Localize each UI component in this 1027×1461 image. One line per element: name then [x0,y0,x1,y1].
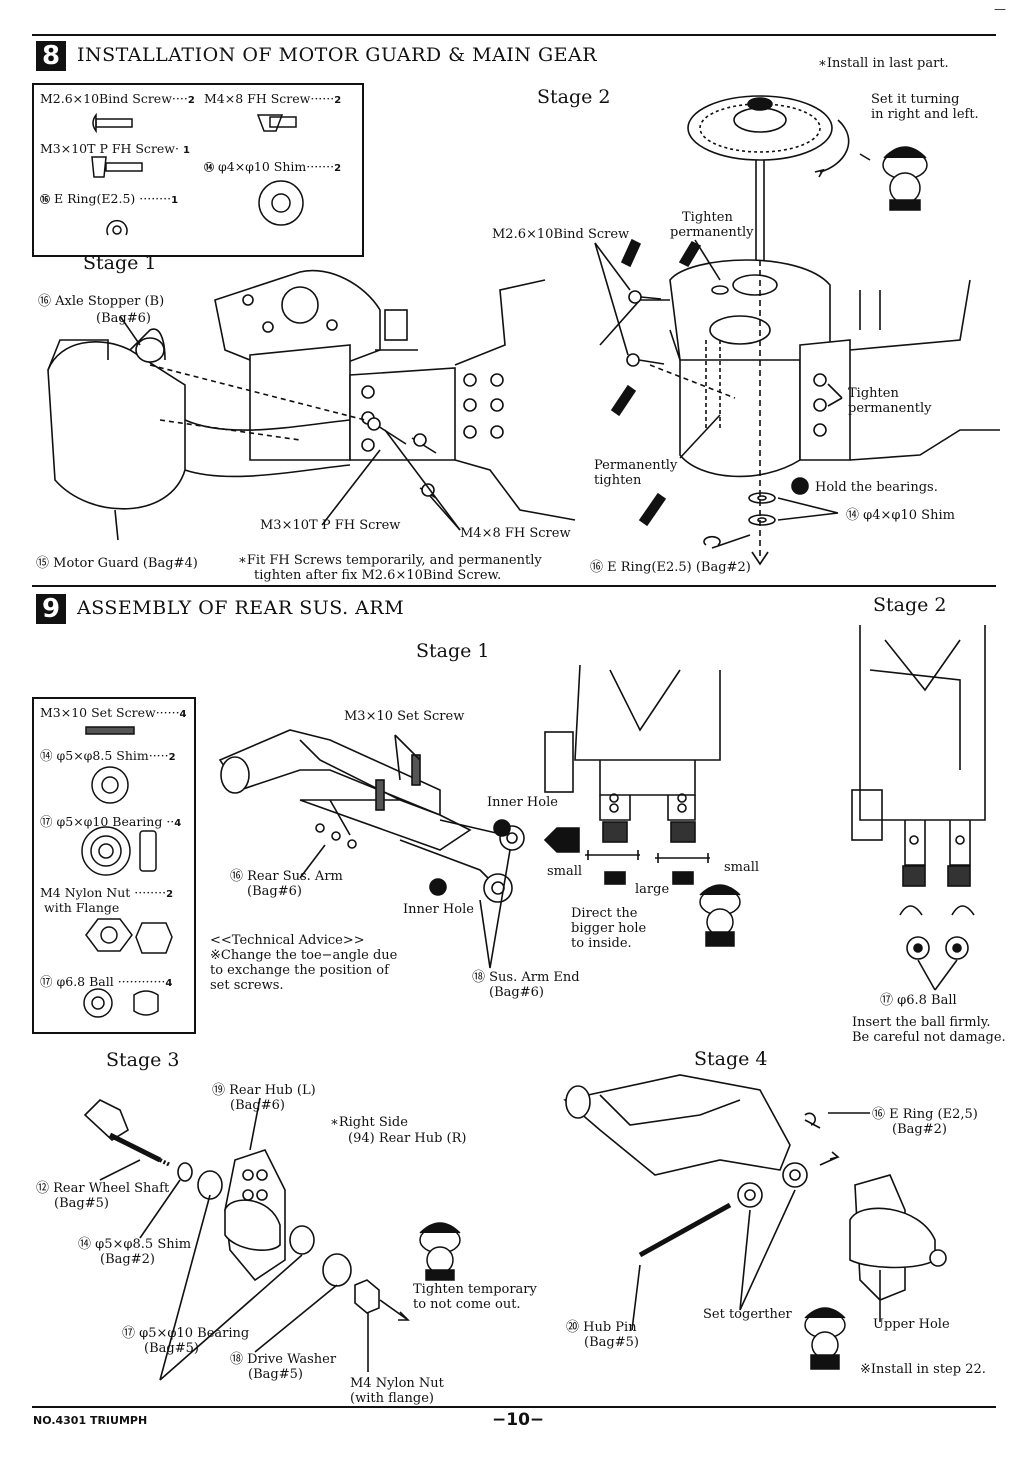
s9-set-together: Set togerther [703,1307,792,1322]
s8-stage2-title: Stage 2 [537,86,611,108]
s8-screw-tp: M3×10T P FH Screw [260,518,401,533]
s9-drive-washer-bag: (Bag#5) [248,1367,303,1382]
part-set-screw: M3×10 Set Screw······4 [40,705,187,720]
section-8-title: INSTALLATION OF MOTOR GUARD & MAIN GEAR [77,44,598,66]
s9-right-side-2: (94) Rear Hub (R) [348,1131,467,1146]
s8-tighten-right-1: Tighten [848,386,899,401]
part-with-flange: with Flange [44,900,120,915]
footer-model: NO.4301 TRIUMPH [33,1414,148,1427]
s8-bind-screw: M2.6×10Bind Screw [492,227,630,242]
s9-tighten-1: Tighten temporary [413,1282,537,1297]
s9-nylon-nut-2: (with flange) [350,1391,434,1406]
s9-wheel-shaft-bag: (Bag#5) [54,1196,109,1211]
part-e-ring: ⑯ E Ring(E2.5) ········1 [40,191,179,206]
top-rule [32,34,996,36]
s9-ball: ⑰ φ6.8 Ball [880,993,957,1008]
s8-illustration [47,95,1000,566]
s9-direct-2: bigger hole [571,921,647,936]
s8-perm-tighten-2: tighten [594,473,642,488]
s8-turning-line2: in right and left. [871,107,979,122]
s9-advice-1: ※Change the toe−angle due [210,948,398,963]
s9-tighten-2: to not come out. [413,1297,521,1312]
s9-wheel-shaft: ⑫ Rear Wheel Shaft [36,1181,170,1196]
s9-advice-title: <<Technical Advice>> [210,933,365,948]
s8-note-line1: ∗Fit FH Screws temporarily, and permanen… [238,553,542,568]
s9-insert-1: Insert the ball firmly. [852,1015,991,1030]
s9-hub-pin-bag: (Bag#5) [584,1335,639,1350]
s8-stage1-title: Stage 1 [83,252,157,274]
section-9-number: 9 [36,594,66,624]
s9-shim-3-bag: (Bag#2) [100,1252,155,1267]
s8-tighten-top-1: Tighten [682,210,733,225]
s8-hold-bearings: Hold the bearings. [815,480,938,495]
s8-tighten-right-2: permanently [848,401,932,416]
s9-stage3-title: Stage 3 [106,1049,180,1071]
s9-upper-hole: Upper Hole [873,1317,950,1332]
part-bearing: ⑰ φ5×φ10 Bearing ··4 [40,814,182,829]
s9-advice-2: to exchange the position of [210,963,389,978]
s8-screw-m4: M4×8 FH Screw [460,526,571,541]
s8-axle-stopper-bag: (Bag#6) [96,311,151,326]
s9-shim-3: ⑭ φ5×φ8.5 Shim [78,1237,192,1252]
part-shim: ⑭ φ4×φ10 Shim·······2 [204,159,342,174]
s9-ering-4: ⑯ E Ring (E2,5) [872,1107,978,1122]
s8-axle-stopper: ⑯ Axle Stopper (B) [38,294,165,309]
s9-drive-washer: ⑱ Drive Washer [230,1352,337,1367]
s9-rear-hub: ⑲ Rear Hub (L) [212,1083,316,1098]
s8-perm-tighten-1: Permanently [594,458,678,473]
s9-set-screw: M3×10 Set Screw [344,709,465,724]
s9-right-side-1: ∗Right Side [330,1115,408,1130]
part-ball: ⑰ φ6.8 Ball ············4 [40,974,173,989]
section-8-parts-art [91,112,304,236]
s8-tighten-top-2: permanently [670,225,754,240]
s9-ering-4-bag: (Bag#2) [892,1122,947,1137]
bottom-rule [32,1406,996,1408]
s8-turning-line1: Set it turning [871,92,960,107]
section-8-parts-box: M2.6×10Bind Screw····2 M4×8 FH Screw····… [32,83,364,257]
s9-inner-hole-bottom: Inner Hole [403,902,474,917]
s9-install-step: ※Install in step 22. [860,1362,986,1377]
s9-nylon-nut-1: M4 Nylon Nut [350,1376,444,1391]
s8-ering: ⑯ E Ring(E2.5) (Bag#2) [590,560,751,575]
s9-bearing-3-bag: (Bag#5) [144,1341,199,1356]
section-9-title: ASSEMBLY OF REAR SUS. ARM [77,597,405,619]
s9-insert-2: Be careful not damage. [852,1030,1006,1045]
s9-sus-arm-end: ⑱ Sus. Arm End [472,970,580,985]
s8-shim: ⑭ φ4×φ10 Shim [846,508,955,523]
s9-small-left: small [547,864,583,879]
s8-note-line2: tighten after fix M2.6×10Bind Screw. [254,568,502,583]
s8-motor-guard: ⑮ Motor Guard (Bag#4) [36,556,198,571]
s9-hub-pin: ⑳ Hub Pin [566,1320,637,1335]
s9-rear-hub-bag: (Bag#6) [230,1098,285,1113]
s9-direct-3: to inside. [571,936,632,951]
part-fh-screw-m4: M4×8 FH Screw······2 [204,91,342,106]
s9-stage1-title: Stage 1 [416,640,490,662]
part-nylon-nut: M4 Nylon Nut ········2 [40,885,174,900]
s9-bearing-3: ⑰ φ5×φ10 Bearing [122,1326,250,1341]
s9-rear-sus-arm-bag: (Bag#6) [247,884,302,899]
part-fh-screw-tp: M3×10T P FH Screw· 1 [40,141,190,156]
s9-stage2-title: Stage 2 [873,594,947,616]
corner-mark: — [994,2,1006,16]
s9-large: large [635,882,670,897]
s9-inner-hole-top: Inner Hole [487,795,558,810]
section-8-number: 8 [36,41,66,71]
s8-install-last: ∗Install in last part. [818,56,949,71]
mid-rule [32,585,996,587]
s9-direct-1: Direct the [571,906,638,921]
section-9-parts-box: M3×10 Set Screw······4 ⑭ φ5×φ8.5 Shim···… [32,697,196,1034]
s9-rear-sus-arm: ⑯ Rear Sus. Arm [230,869,343,884]
part-shim-9: ⑭ φ5×φ8.5 Shim·····2 [40,748,176,763]
footer-page-number: −10− [492,1410,545,1430]
section-9-parts-art [81,726,173,1018]
part-bind-screw: M2.6×10Bind Screw····2 [40,91,195,106]
s9-small-right: small [724,860,760,875]
s9-sus-arm-end-bag: (Bag#6) [489,985,544,1000]
s9-stage4-title: Stage 4 [694,1048,768,1070]
s9-advice-3: set screws. [210,978,284,993]
